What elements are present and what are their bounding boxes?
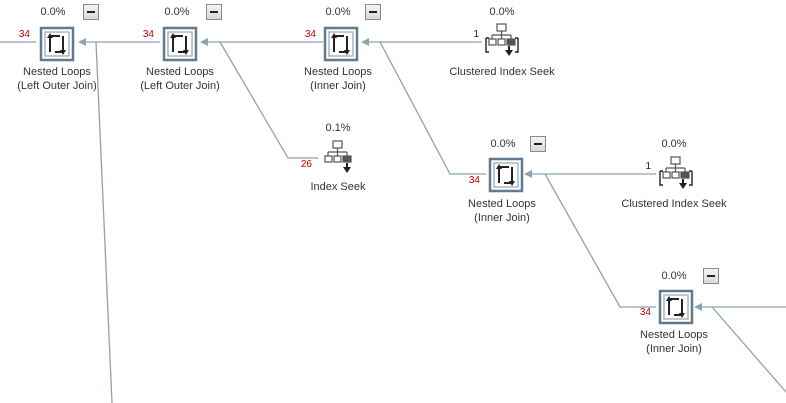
nested-loops-icon[interactable] [37, 24, 77, 64]
cost-percent: 0.1% [325, 122, 351, 134]
clustered-index-seek-icon[interactable] [656, 153, 696, 193]
collapse-minus-icon[interactable] [530, 136, 546, 152]
collapse-minus-icon[interactable] [83, 4, 99, 20]
connector-line [711, 306, 786, 393]
row-count: 34 [142, 29, 154, 40]
operator-join-type: (Left Outer Join) [140, 80, 220, 92]
clustered-index-seek-icon[interactable] [482, 20, 522, 60]
row-count: 34 [18, 29, 30, 40]
nested-loops-icon[interactable] [486, 155, 526, 195]
collapse-minus-icon[interactable] [365, 4, 381, 20]
row-count: 34 [304, 29, 316, 40]
cost-percent: 0.0% [164, 6, 190, 18]
operator-name: Clustered Index Seek [621, 198, 727, 210]
row-count: 1 [473, 29, 479, 40]
operator-label: Nested Loops (Inner Join) [268, 65, 408, 93]
row-count: 1 [645, 161, 651, 172]
operator-join-type: (Inner Join) [310, 80, 366, 92]
connector-line [219, 41, 318, 159]
row-count: 34 [639, 307, 651, 318]
operator-name: Nested Loops [468, 198, 536, 210]
operator-name: Nested Loops [23, 66, 91, 78]
nested-loops-icon[interactable] [321, 24, 361, 64]
cost-percent: 0.0% [40, 6, 66, 18]
operator-label: Clustered Index Seek [432, 65, 572, 79]
operator-join-type: (Inner Join) [646, 343, 702, 355]
operator-label: Nested Loops (Inner Join) [432, 197, 572, 225]
operator-label: Nested Loops (Left Outer Join) [110, 65, 250, 93]
cost-percent: 0.0% [325, 6, 351, 18]
operator-label: Index Seek [268, 180, 408, 194]
row-count: 26 [300, 159, 312, 170]
connector-line [95, 41, 113, 403]
cost-percent: 0.0% [490, 138, 516, 150]
operator-name: Nested Loops [146, 66, 214, 78]
operator-label: Nested Loops (Left Outer Join) [0, 65, 127, 93]
operator-name: Nested Loops [304, 66, 372, 78]
cost-percent: 0.0% [489, 6, 515, 18]
nested-loops-icon[interactable] [160, 24, 200, 64]
collapse-minus-icon[interactable] [703, 268, 719, 284]
connector-line [544, 173, 656, 308]
collapse-minus-icon[interactable] [206, 4, 222, 20]
operator-label: Nested Loops (Inner Join) [604, 328, 744, 356]
index-seek-icon[interactable] [318, 137, 358, 177]
connector-line [379, 41, 486, 175]
nested-loops-icon[interactable] [656, 287, 696, 327]
operator-join-type: (Inner Join) [474, 212, 530, 224]
cost-percent: 0.0% [661, 270, 687, 282]
operator-name: Nested Loops [640, 329, 708, 341]
operator-join-type: (Left Outer Join) [17, 80, 97, 92]
operator-label: Clustered Index Seek [604, 197, 744, 211]
row-count: 34 [468, 175, 480, 186]
cost-percent: 0.0% [661, 138, 687, 150]
operator-name: Clustered Index Seek [449, 66, 555, 78]
operator-name: Index Seek [310, 181, 366, 193]
